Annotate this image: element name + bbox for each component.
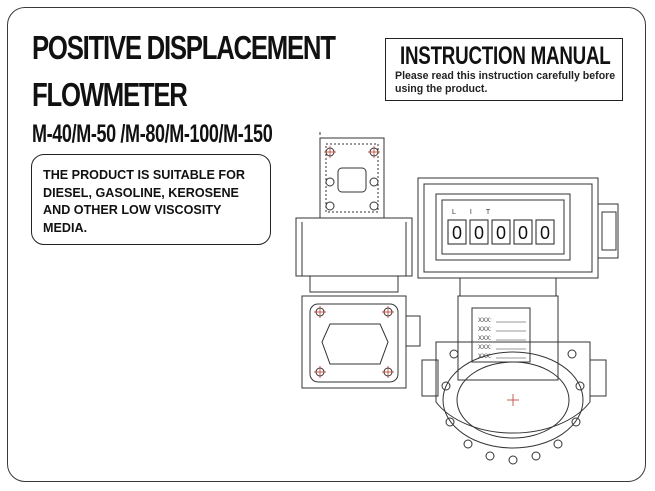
- meter-body: [457, 295, 559, 381]
- register-neck: [459, 277, 557, 297]
- nameplate-lines: XXX: XXX: XXX: XXX: XXX:: [478, 318, 526, 360]
- suitability-box: THE PRODUCT IS SUITABLE FOR DIESEL, GASO…: [31, 154, 271, 245]
- counter-digits: 0 0 0 0 0: [447, 219, 555, 245]
- register-window: [435, 193, 571, 261]
- side-port: [321, 323, 389, 365]
- reset-knob-housing: [597, 203, 619, 259]
- flowmeter-drawing: LIT 0 0 0 0 0 XXX: XXX: XXX: XXX: XXX:: [290, 132, 626, 477]
- title-line-2: FLOWMETER: [32, 76, 188, 113]
- counter-digit: 0: [540, 223, 550, 243]
- instruction-manual-title: INSTRUCTION MANUAL: [400, 42, 611, 70]
- measuring-chamber: [435, 341, 591, 434]
- counter-digit: 0: [474, 223, 484, 243]
- nameplate-line: XXX:: [478, 327, 492, 333]
- model-list: M-40/M-50 /M-80/M-100/M-150: [32, 120, 273, 148]
- center-marks: [314, 146, 519, 406]
- counter-digit: 0: [496, 223, 506, 243]
- instruction-manual-box: INSTRUCTION MANUAL Please read this inst…: [385, 38, 623, 101]
- nameplate-line: XXX:: [478, 318, 492, 324]
- side-body: [301, 295, 407, 389]
- nameplate: [471, 307, 531, 363]
- chamber-cover: [442, 351, 584, 449]
- inlet-port: [337, 167, 367, 193]
- flowmeter-technical-drawing: LIT 0 0 0 0 0 XXX: XXX: XXX: XXX: XXX:: [295, 132, 619, 465]
- counter-digit: 0: [518, 223, 528, 243]
- suitability-text: THE PRODUCT IS SUITABLE FOR DIESEL, GASO…: [43, 168, 245, 235]
- side-flange: [309, 303, 399, 383]
- nameplate-line: XXX:: [478, 345, 492, 351]
- upper-body: [295, 217, 413, 277]
- nameplate-line: XXX:: [478, 336, 492, 342]
- nameplate-line: XXX:: [478, 354, 492, 360]
- counter-digit: 0: [452, 223, 462, 243]
- instruction-manual-note: Please read this instruction carefully b…: [395, 70, 616, 95]
- outlet-flange: [589, 359, 607, 397]
- register-unit-label: LIT: [452, 209, 504, 216]
- title-line-1: POSITIVE DISPLACEMENT: [32, 29, 336, 66]
- bolt-set: [315, 147, 585, 465]
